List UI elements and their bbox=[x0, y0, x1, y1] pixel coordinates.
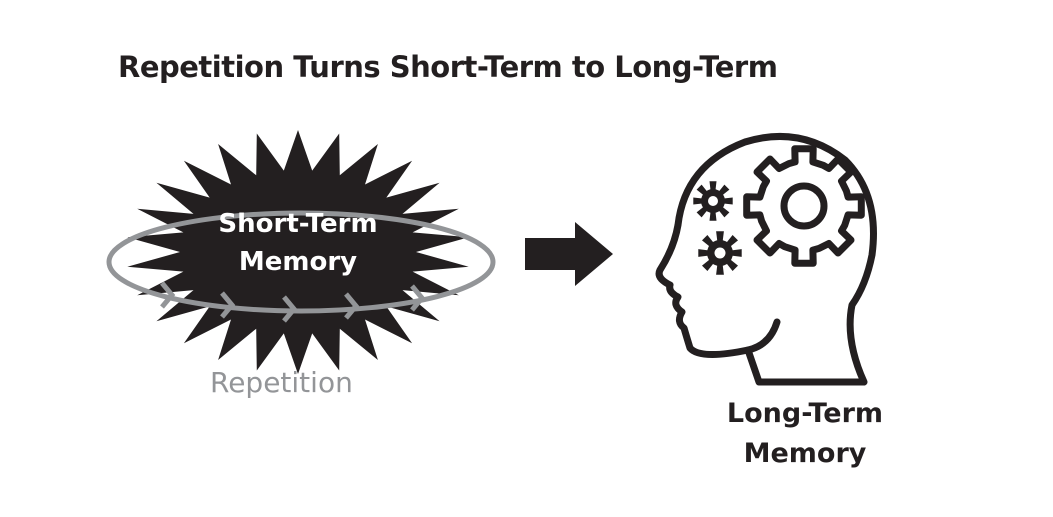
short-term-line1: Short-Term bbox=[218, 209, 378, 239]
short-term-line2: Memory bbox=[238, 247, 358, 277]
diagram-title: Repetition Turns Short-Term to Long-Term bbox=[118, 50, 778, 84]
right-arrow-icon bbox=[525, 222, 613, 286]
head-with-gears-icon bbox=[655, 133, 877, 386]
chevron-right-icon bbox=[344, 292, 360, 320]
chevron-right-icon bbox=[282, 295, 298, 323]
repetition-loop bbox=[106, 210, 496, 314]
long-term-label: Long-Term Memory bbox=[700, 394, 910, 474]
head-outline bbox=[655, 133, 877, 386]
chevron-right-icon bbox=[160, 281, 176, 309]
jaw-line bbox=[744, 318, 781, 354]
repetition-arrows bbox=[160, 281, 426, 323]
large-gear-hub bbox=[780, 182, 828, 230]
small-gear-hole bbox=[714, 247, 726, 259]
short-term-label: Short-Term Memory bbox=[200, 205, 396, 281]
long-term-line1: Long-Term bbox=[726, 398, 884, 429]
chevron-right-icon bbox=[220, 291, 236, 319]
starburst-shape bbox=[127, 130, 469, 374]
small-gear-hole bbox=[708, 196, 718, 206]
large-gear-icon bbox=[743, 145, 865, 267]
repetition-label: Repetition bbox=[210, 366, 353, 399]
chevron-right-icon bbox=[410, 284, 426, 312]
long-term-line2: Memory bbox=[743, 438, 867, 469]
